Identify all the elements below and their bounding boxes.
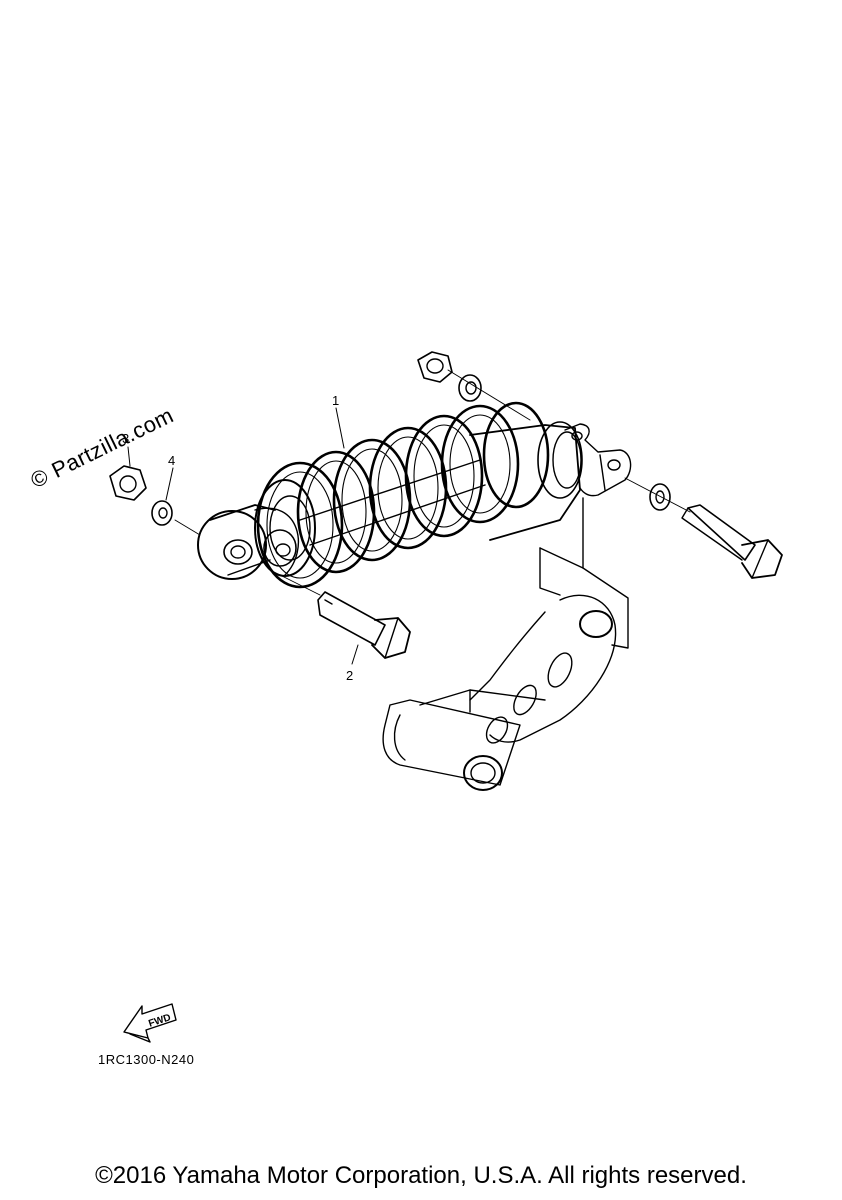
fwd-arrow-icon: FWD — [123, 1003, 177, 1043]
copyright-notice: ©2016 Yamaha Motor Corporation, U.S.A. A… — [95, 1162, 747, 1189]
callout-4: 4 — [168, 453, 175, 468]
callout-1: 1 — [332, 393, 339, 408]
shock-absorber[interactable] — [197, 401, 632, 589]
callout-2: 2 — [346, 668, 353, 683]
leader-lines — [127, 407, 359, 665]
callout-3: 3 — [122, 431, 129, 446]
upper-hardware — [417, 351, 783, 579]
fwd-label: FWD — [147, 1012, 172, 1030]
lower-bolt[interactable] — [269, 569, 411, 659]
washer[interactable] — [151, 500, 201, 536]
nut[interactable] — [109, 465, 147, 501]
diagram-code: 1RC1300-N240 — [98, 1052, 195, 1067]
link-arm-outline — [382, 497, 629, 791]
